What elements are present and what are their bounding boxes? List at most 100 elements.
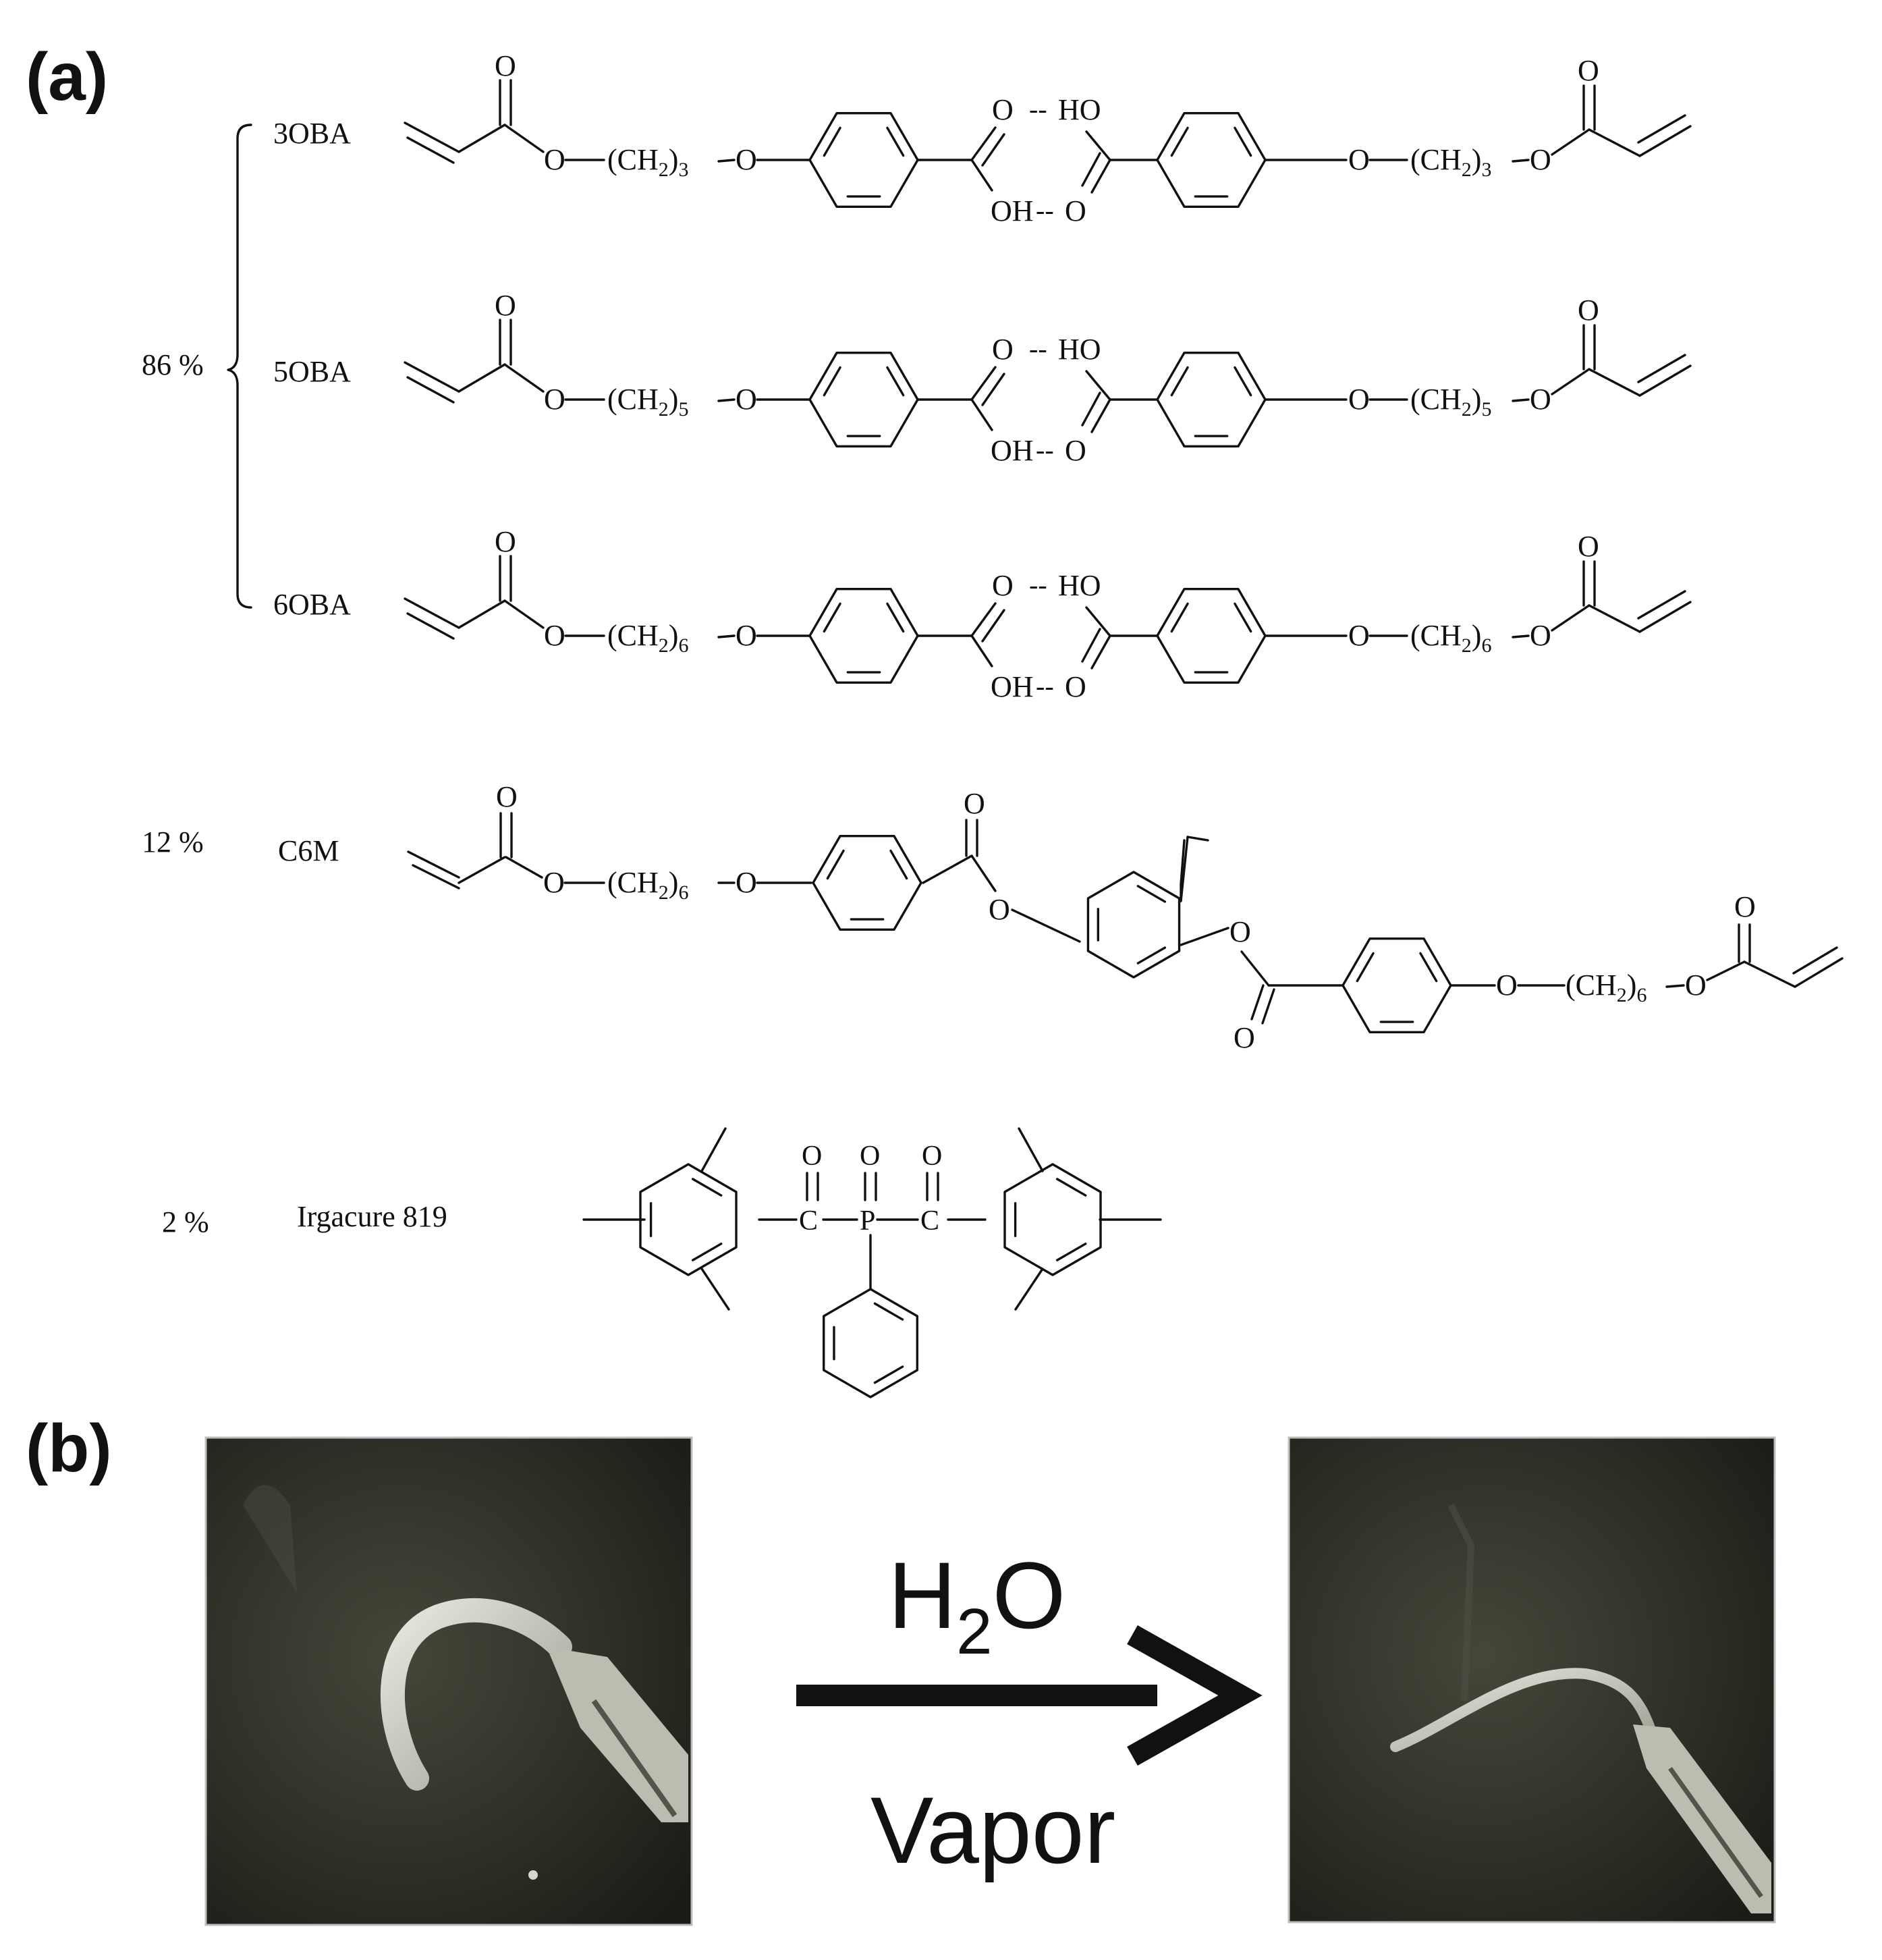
ether-o: O <box>1348 383 1370 416</box>
ether-o: O <box>736 383 757 416</box>
benzene-ring <box>812 835 922 931</box>
c6m-carbonyl-o-2: O <box>964 787 985 820</box>
c6m-spacer-left: (CH2)6 <box>607 866 688 904</box>
compound-label-5oba: 5OBA <box>273 355 351 388</box>
ether-o: O <box>736 619 757 652</box>
acid-o: O <box>992 333 1014 366</box>
acid-ho: HO <box>1058 333 1101 366</box>
acid-ho: HO <box>1058 569 1101 602</box>
acid-o: O <box>1065 670 1086 703</box>
c6m-spacer-right: (CH2)6 <box>1566 969 1646 1006</box>
compound-label-c6m: C6M <box>278 834 339 867</box>
carbonyl-o: O <box>1578 530 1599 563</box>
ester-o: O <box>1530 383 1551 416</box>
ester-o: O <box>544 143 565 176</box>
compound-label-irgacure-819: Irgacure 819 <box>297 1200 447 1233</box>
phenyl-ring <box>823 1288 918 1398</box>
benzene-ring <box>1341 937 1452 1033</box>
irgacure-819-structure: C O P O C O <box>582 1127 1162 1398</box>
ester-o: O <box>1530 143 1551 176</box>
ether-o: O <box>1348 619 1370 652</box>
svg-text:(CH2)6: (CH2)6 <box>607 866 688 904</box>
methylbenzene-ring <box>1086 871 1181 979</box>
compound-label-3oba: 3OBA <box>273 117 351 150</box>
ether-o: O <box>1348 143 1370 176</box>
irgacure-carbonyl-c-left: C <box>799 1205 818 1236</box>
svg-text:(CH2)6: (CH2)6 <box>1566 969 1646 1006</box>
carbonyl-o: O <box>1578 54 1599 87</box>
h-bond: -- <box>1036 671 1054 701</box>
benzene-ring <box>808 352 919 447</box>
h-bond: -- <box>1029 570 1047 600</box>
c6m-ether-o-1: O <box>736 866 757 899</box>
c6m-ester-o-2: O <box>989 893 1010 926</box>
acid-o: O <box>1065 194 1086 227</box>
arrow-h2o-vapor: H2O Vapor <box>796 1542 1263 1883</box>
acid-ho: HO <box>1058 93 1101 126</box>
acid-o: O <box>992 93 1014 126</box>
carbonyl-o: O <box>495 49 516 82</box>
c6m-ester-o-3: O <box>1229 915 1251 948</box>
photo-after <box>1288 1436 1776 1924</box>
percent-12-label: 12 % <box>142 825 204 859</box>
irgacure-phosphoryl-o: O <box>860 1141 880 1172</box>
c6m-carbonyl-o-3: O <box>1234 1021 1255 1054</box>
bent-film-strip <box>380 1598 572 1791</box>
ester-o: O <box>544 619 565 652</box>
percent-2-label: 2 % <box>162 1205 209 1238</box>
h-bond: -- <box>1029 333 1047 364</box>
benzene-ring <box>808 588 919 684</box>
benzene-ring <box>1156 352 1267 447</box>
acid-o: O <box>992 569 1014 602</box>
group-brace <box>227 124 252 609</box>
photo-before <box>204 1436 693 1926</box>
arrow-bottom-label: Vapor <box>870 1777 1115 1883</box>
alkyl-spacer-label: (CH2)3 <box>1410 143 1491 181</box>
acid-o: O <box>1065 434 1086 467</box>
c6m-ester-o-1: O <box>543 866 565 899</box>
alkyl-spacer-label: (CH2)6 <box>1410 619 1491 657</box>
acid-oh: OH <box>991 434 1034 467</box>
compound-label-6oba: 6OBA <box>273 588 351 621</box>
ether-o: O <box>736 143 757 176</box>
panel-a-label: (a) <box>26 39 108 115</box>
alkyl-spacer-label: (CH2)3 <box>607 143 688 181</box>
percent-86-label: 86 % <box>142 348 204 381</box>
h-bond: -- <box>1036 195 1054 225</box>
alkyl-spacer-label: (CH2)5 <box>607 383 688 420</box>
alkyl-spacer-label: (CH2)6 <box>607 619 688 657</box>
h-bond: -- <box>1036 435 1054 465</box>
flattened-film-strip <box>1390 1668 1655 1752</box>
ester-o: O <box>544 383 565 416</box>
benzene-ring <box>1156 112 1267 208</box>
panel-b-label: (b) <box>26 1411 112 1486</box>
c6m-carbonyl-o-1: O <box>496 780 518 813</box>
carbonyl-o: O <box>1578 294 1599 327</box>
c6m-ester-o-4: O <box>1685 969 1707 1002</box>
ester-o: O <box>1530 619 1551 652</box>
irgacure-carbonyl-c-right: C <box>920 1205 939 1236</box>
carbonyl-o: O <box>495 525 516 558</box>
right-arrow-head <box>1127 1625 1263 1766</box>
arrow-top-label: H2O <box>888 1542 1065 1668</box>
c6m-structure: O O (CH2)6 O O O O O O (CH2)6 <box>407 780 1844 1054</box>
c6m-carbonyl-o-4: O <box>1734 890 1756 923</box>
mesityl-ring-right <box>1003 1163 1102 1276</box>
benzene-ring <box>808 112 919 208</box>
irgacure-phosphorus: P <box>860 1205 875 1236</box>
irgacure-carbonyl-o-right: O <box>922 1141 942 1172</box>
benzene-ring <box>1156 588 1267 684</box>
mesityl-ring-left <box>639 1163 738 1276</box>
acid-oh: OH <box>991 670 1034 703</box>
carbonyl-o: O <box>495 289 516 322</box>
irgacure-carbonyl-o-left: O <box>802 1141 822 1172</box>
acid-oh: OH <box>991 194 1034 227</box>
h-bond: -- <box>1029 94 1047 124</box>
c6m-ether-o-2: O <box>1496 969 1518 1002</box>
alkyl-spacer-label: (CH2)5 <box>1410 383 1491 420</box>
